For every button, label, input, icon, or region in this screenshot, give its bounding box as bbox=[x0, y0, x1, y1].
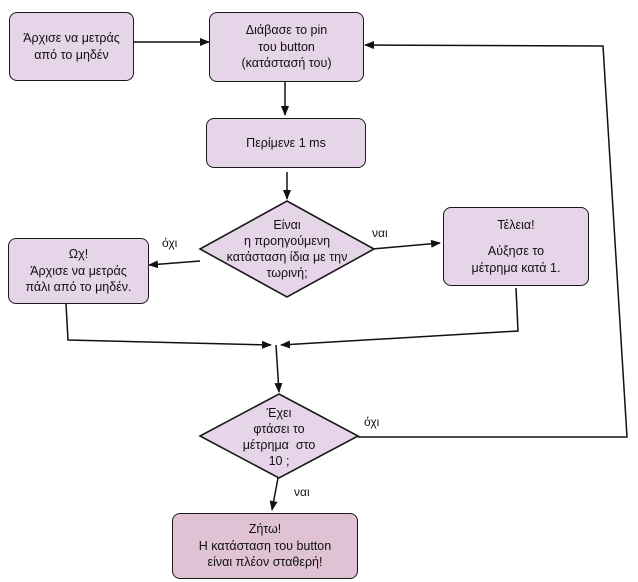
increment-box: Τέλεια! Αύξησε το μέτρημα κατά 1. bbox=[443, 207, 589, 286]
label-same-yes: ναι bbox=[372, 226, 388, 240]
arrow-reached-yes bbox=[269, 477, 279, 511]
label-reached-yes: ναι bbox=[294, 485, 310, 499]
read-pin-box: Διάβασε το pin του button (κατάστασή του… bbox=[209, 12, 364, 82]
decision-same-state-text: Είναι η προηγούμενη κατάσταση ίδια με τη… bbox=[200, 208, 374, 290]
end-line-1: Ζήτω! bbox=[248, 522, 282, 537]
line-oops-to-merge bbox=[65, 303, 272, 349]
read-line-1: Διάβασε το pin bbox=[245, 23, 328, 38]
arrow-merge-to-reached bbox=[274, 344, 283, 393]
wait-box: Περίμενε 1 ms bbox=[206, 118, 366, 168]
read-line-3: (κατάστασή του) bbox=[241, 56, 332, 71]
line-reached-no-loop bbox=[358, 41, 628, 438]
good-line-3: μέτρημα κατά 1. bbox=[471, 260, 561, 275]
reset-box: Ωχ! Άρχισε να μετράς πάλι από το μηδέν. bbox=[8, 238, 149, 304]
same-line-2: η προηγούμενη bbox=[243, 233, 331, 248]
end-line-3: είναι πλέον σταθερή! bbox=[207, 555, 323, 570]
end-line-2: Η κατάσταση του button bbox=[198, 538, 332, 553]
reached-line-2: φτάσει το bbox=[253, 421, 305, 436]
oops-line-3: πάλι από το μηδέν. bbox=[25, 280, 132, 295]
same-line-1: Είναι bbox=[273, 217, 301, 232]
end-box: Ζήτω! Η κατάσταση του button είναι πλέον… bbox=[172, 513, 358, 579]
decision-same-state-shape bbox=[198, 200, 376, 298]
same-line-3: κατάσταση ίδια με την bbox=[226, 250, 348, 264]
reached-line-3: μέτρημα στο bbox=[242, 438, 316, 452]
label-reached-no: όχι bbox=[364, 415, 380, 429]
oops-line-1: Ωχ! bbox=[68, 247, 89, 262]
label-same-no: όχι bbox=[162, 236, 178, 250]
start-box: Άρχισε να μετράς από το μηδέν bbox=[9, 12, 134, 81]
good-line-1: Τέλεια! bbox=[497, 217, 535, 232]
start-line-2: από το μηδέν bbox=[34, 47, 109, 62]
wait-line-1: Περίμενε 1 ms bbox=[246, 135, 326, 150]
oops-line-2: Άρχισε να μετράς bbox=[30, 263, 127, 278]
arrow-same-no bbox=[148, 260, 201, 269]
line-good-to-merge bbox=[280, 287, 519, 349]
arrow-same-yes bbox=[371, 239, 441, 250]
reached-line-1: Έχει bbox=[266, 405, 292, 420]
reached-line-4: 10 ; bbox=[268, 454, 290, 469]
read-line-2: του button bbox=[258, 39, 315, 54]
start-line-1: Άρχισε να μετράς bbox=[23, 31, 120, 45]
decision-reached-ten-text: Έχει φτάσει το μέτρημα στο 10 ; bbox=[214, 399, 344, 475]
decision-reached-ten-shape bbox=[198, 393, 360, 479]
good-line-2: Αύξησε το bbox=[487, 244, 545, 259]
same-line-4: τωρινή; bbox=[266, 266, 308, 281]
